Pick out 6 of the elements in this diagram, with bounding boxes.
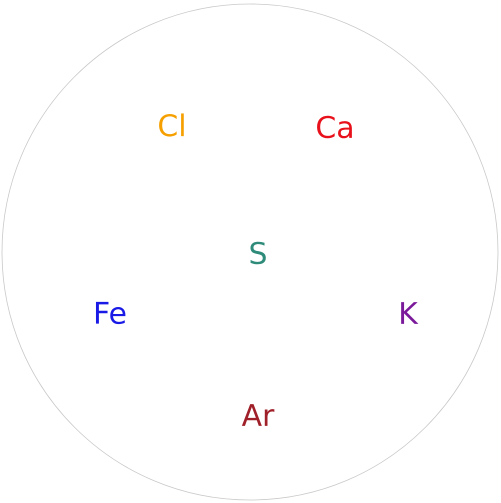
element-symbol: Ca bbox=[317, 116, 352, 138]
element-symbol: S bbox=[250, 242, 266, 264]
element-symbol: Fe bbox=[96, 302, 126, 324]
element-symbol: K bbox=[401, 302, 418, 324]
element-symbol: Cl bbox=[159, 113, 184, 137]
element-symbol: Ar bbox=[242, 404, 274, 426]
